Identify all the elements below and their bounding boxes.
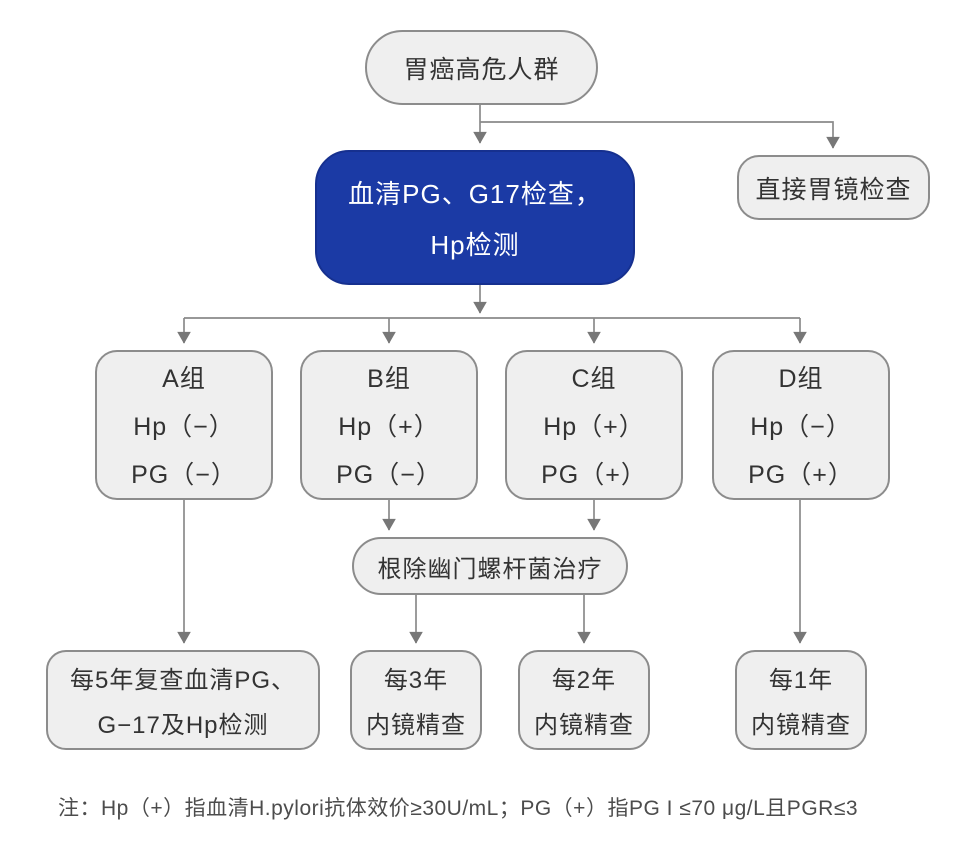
group-hp-status: Hp（−） <box>133 413 235 441</box>
group-hp-status: Hp（+） <box>338 413 440 441</box>
node-high-risk-population: 胃癌高危人群 <box>365 30 598 105</box>
node-endoscopy-every-2-years: 每2年 内镜精查 <box>518 650 650 750</box>
node-endoscopy-every-3-years: 每3年 内镜精查 <box>350 650 482 750</box>
group-pg-status: PG（+） <box>541 461 647 489</box>
node-group-d: D组 Hp（−） PG（+） <box>712 350 890 500</box>
node-label-line1: 每2年 <box>551 667 617 694</box>
node-serum-pg-g17-hp-test: 血清PG、G17检查， Hp检测 <box>315 150 635 285</box>
group-title: B组 <box>367 365 411 393</box>
node-label-line1: 每5年复查血清PG、 <box>69 667 297 694</box>
group-hp-status: Hp（+） <box>543 413 645 441</box>
group-pg-status: PG（−） <box>336 461 442 489</box>
node-label-line2: 内镜精查 <box>751 712 851 739</box>
node-label: 直接胃镜检查 <box>755 175 912 204</box>
node-label-line1: 每1年 <box>768 667 834 694</box>
node-label: 胃癌高危人群 <box>403 55 560 84</box>
node-group-b: B组 Hp（+） PG（−） <box>300 350 478 500</box>
connector-top-to-direct <box>480 121 840 149</box>
node-group-a: A组 Hp（−） PG（−） <box>95 350 273 500</box>
group-hp-status: Hp（−） <box>750 413 852 441</box>
node-label-line2: G−17及Hp检测 <box>97 712 269 739</box>
group-title: C组 <box>571 365 617 393</box>
node-endoscopy-every-1-year: 每1年 内镜精查 <box>735 650 867 750</box>
footnote: 注：Hp（+）指血清H.pylori抗体效价≥30U/mL；PG（+）指PG I… <box>58 797 859 820</box>
group-pg-status: PG（+） <box>748 461 854 489</box>
group-title: A组 <box>162 365 206 393</box>
node-group-c: C组 Hp（+） PG（+） <box>505 350 683 500</box>
node-direct-gastroscopy: 直接胃镜检查 <box>737 155 930 220</box>
node-label-line2: Hp检测 <box>430 229 520 260</box>
node-label-line2: 内镜精查 <box>534 712 634 739</box>
group-title: D组 <box>778 365 824 393</box>
node-hpylori-eradication-treatment: 根除幽门螺杆菌治疗 <box>352 537 628 595</box>
node-label: 根除幽门螺杆菌治疗 <box>377 555 603 583</box>
node-label-line2: 内镜精查 <box>366 712 466 739</box>
group-pg-status: PG（−） <box>131 461 237 489</box>
node-label-line1: 血清PG、G17检查， <box>348 178 602 209</box>
node-label-line1: 每3年 <box>383 667 449 694</box>
node-review-every-5-years: 每5年复查血清PG、 G−17及Hp检测 <box>46 650 320 750</box>
